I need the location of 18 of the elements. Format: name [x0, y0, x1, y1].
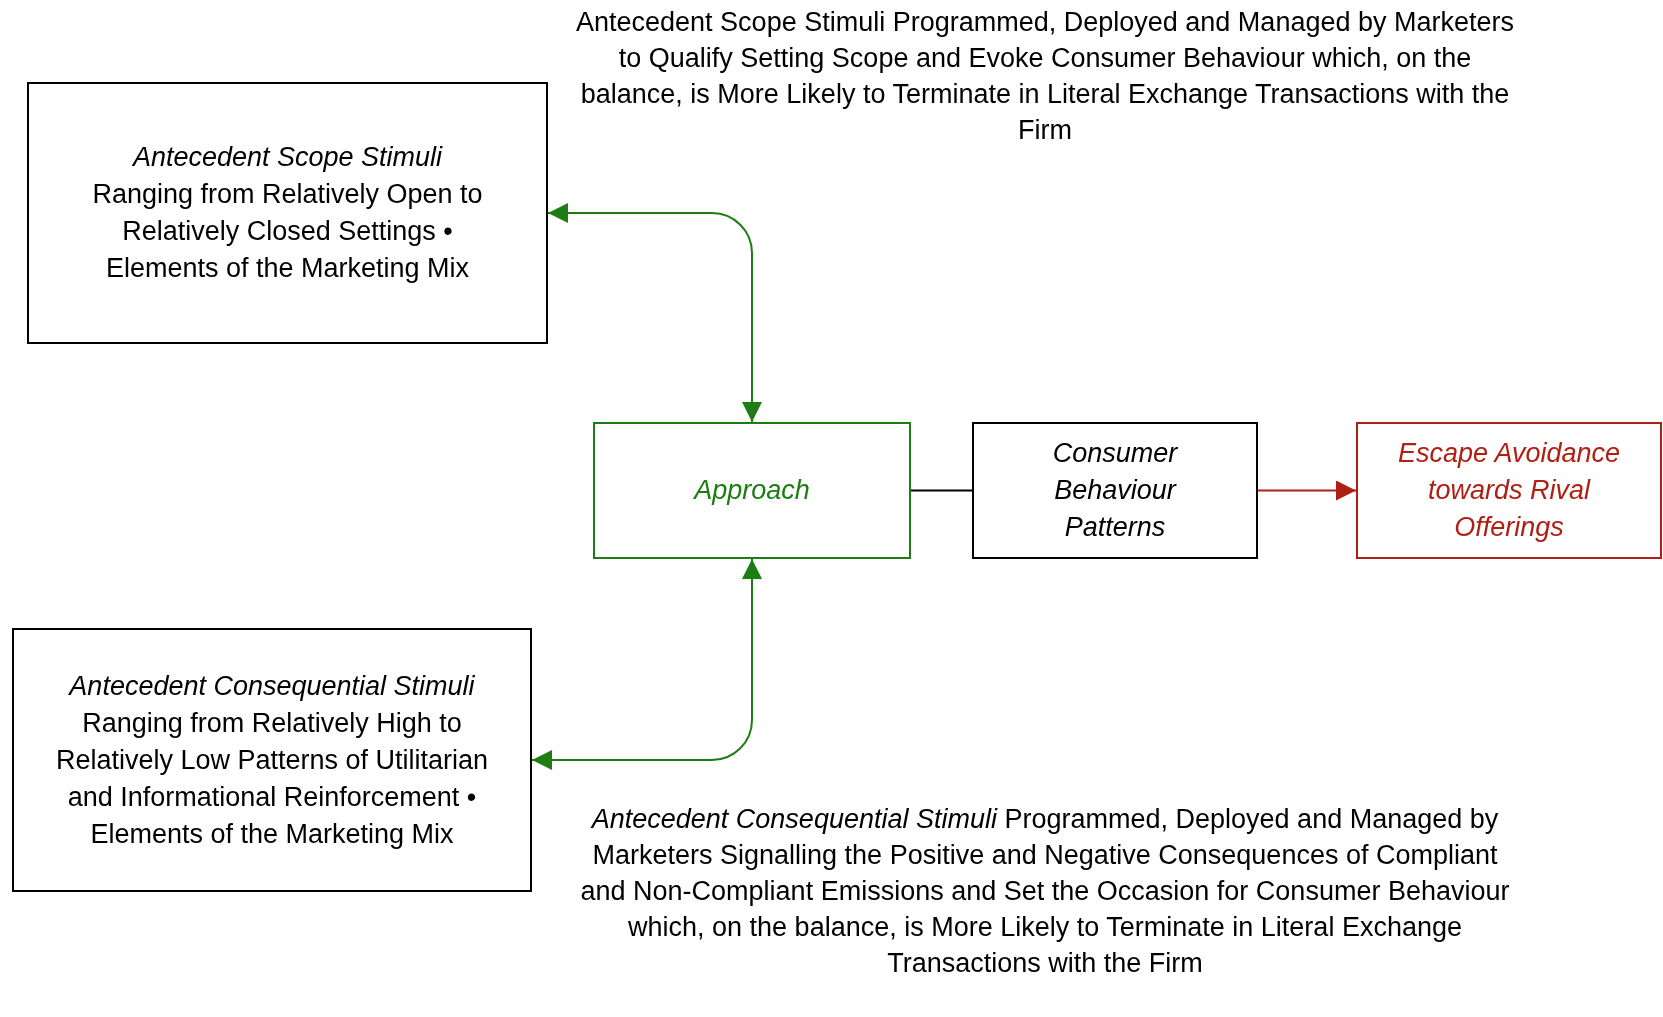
- connector-line: [910, 489, 973, 492]
- note-text: Antecedent Consequential Stimuli Programmed, Deployed and Managed by Marketers Signalling the Positive and Negative Consequences of Compliant and Non-Compliant Emissions and Set the Occasion for Consumer Behaviour which, on the balance, is More Likely to Terminate in Literal Exchange Transactions with the Firm: [580, 803, 1510, 980]
- escape-box: [1356, 422, 1662, 559]
- behaviour-box: [972, 422, 1258, 559]
- box-heading: Antecedent Scope Stimuli: [132, 141, 443, 174]
- arrow: [547, 203, 762, 423]
- box-heading: Antecedent Consequential Stimuli: [69, 669, 475, 703]
- approach-box: [593, 422, 911, 559]
- box-text: Ranging from Relatively High to Relatively Low Patterns of Utilitarian and Informational Reinforcement • Elements of the Marketing Mix: [54, 706, 490, 851]
- arrow: [531, 558, 762, 770]
- stimuli-box: [27, 82, 548, 344]
- box-text: Approach: [694, 474, 810, 507]
- note-text: Antecedent Scope Stimuli Programmed, Deployed and Managed by Marketers to Qualify Setting Scope and Evoke Consumer Behaviour which, on the balance, is More Likely to Terminate in Literal Exchange Transactions with the Firm: [575, 6, 1515, 147]
- box-text: Consumer Behaviour Patterns: [1051, 437, 1179, 544]
- box-text: Ranging from Relatively Open to Relatively Closed Settings • Elements of the Marketing Mix: [91, 178, 484, 285]
- arrow: [1257, 480, 1357, 501]
- stimuli-box: [12, 628, 532, 892]
- box-text: Escape Avoidance towards Rival Offerings: [1396, 437, 1622, 544]
